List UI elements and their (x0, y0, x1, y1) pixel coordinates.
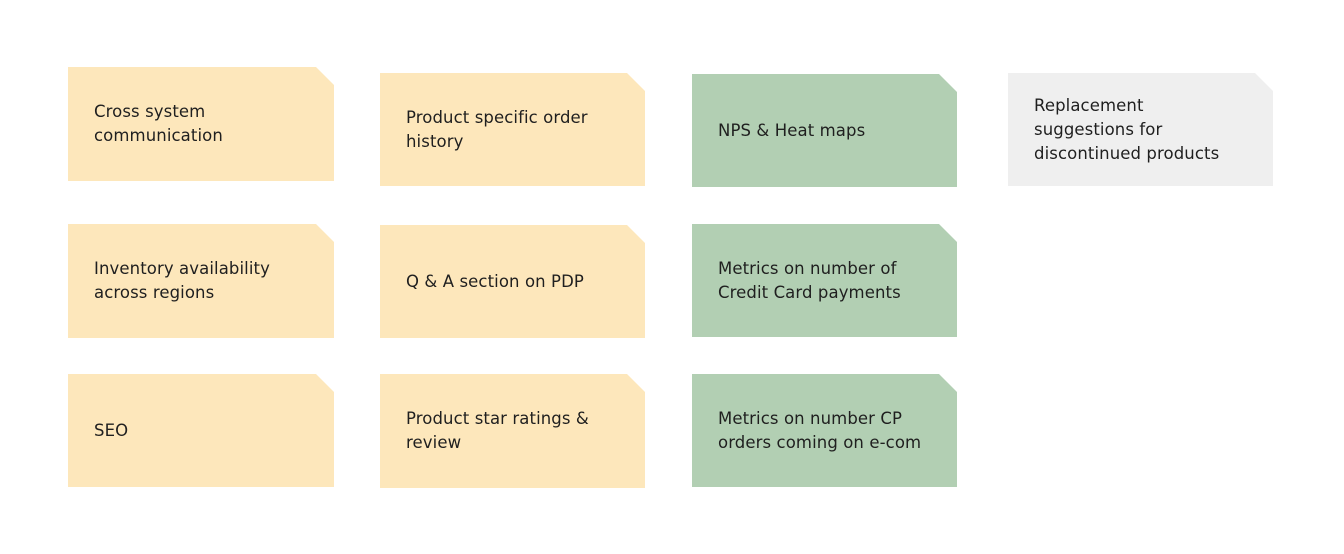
sticky-note[interactable]: Metrics on number of Credit Card payment… (692, 224, 957, 337)
sticky-note[interactable]: NPS & Heat maps (692, 74, 957, 187)
sticky-note[interactable]: Replacement suggestions for discontinued… (1008, 73, 1273, 186)
sticky-note-text: NPS & Heat maps (718, 120, 866, 140)
sticky-note-text: Product specific order history (406, 107, 588, 151)
sticky-note-text: Metrics on number CP orders coming on e-… (718, 408, 922, 452)
sticky-note[interactable]: Inventory availability across regions (68, 224, 334, 338)
sticky-note[interactable]: Q & A section on PDP (380, 225, 645, 338)
sticky-note-text: Q & A section on PDP (406, 271, 584, 291)
sticky-note[interactable]: Cross system communication (68, 67, 334, 181)
sticky-note[interactable]: Product star ratings & review (380, 374, 645, 488)
sticky-note[interactable]: Product specific order history (380, 73, 645, 186)
sticky-note[interactable]: SEO (68, 374, 334, 487)
sticky-note-text: Inventory availability across regions (94, 259, 270, 302)
sticky-note-text: SEO (94, 420, 129, 440)
sticky-note-text: Product star ratings & review (406, 409, 589, 452)
sticky-note-text: Replacement suggestions for discontinued… (1034, 95, 1220, 163)
sticky-note-text: Metrics on number of Credit Card payment… (718, 258, 901, 302)
sticky-note-text: Cross system communication (94, 102, 223, 145)
sticky-note[interactable]: Metrics on number CP orders coming on e-… (692, 374, 957, 487)
